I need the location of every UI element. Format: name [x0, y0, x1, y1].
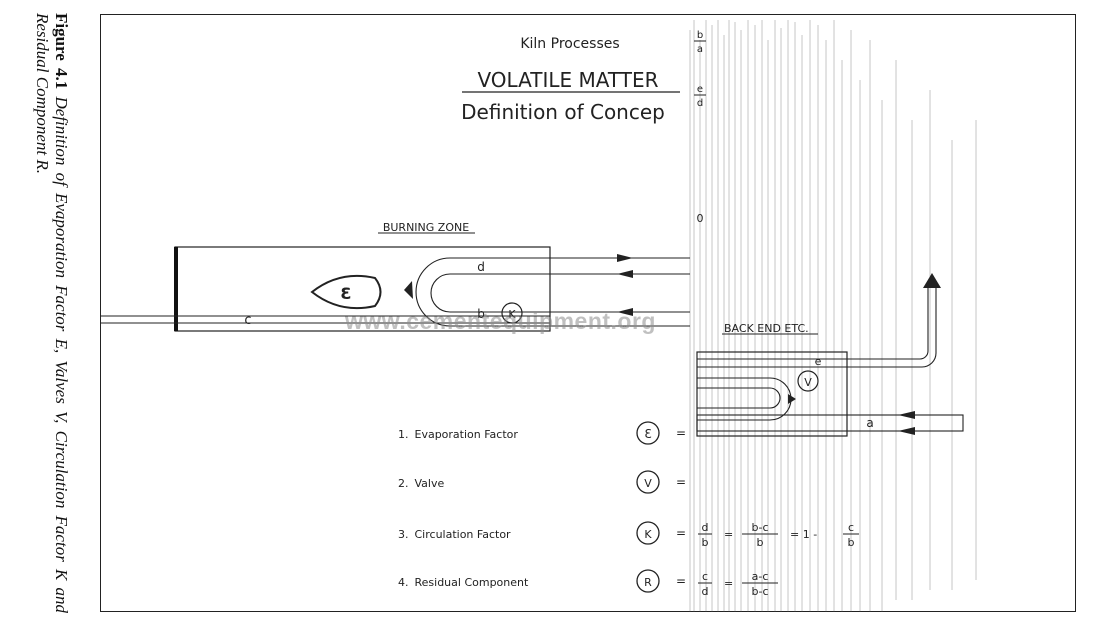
inlet-a-pipe: [696, 414, 964, 432]
def-symbol-k-circle: [636, 521, 660, 545]
definition-2-label: 2.Valve: [398, 477, 444, 490]
diagram-subtitle: Kiln Processes: [520, 36, 619, 52]
k-equals-a: =: [724, 528, 733, 541]
valve-circle: [797, 370, 819, 392]
back-end-box: [696, 351, 848, 437]
burning-zone-label: BURNING ZONE: [383, 221, 469, 234]
back-loop-arrow: [788, 394, 796, 404]
k-frac2-den: b: [757, 536, 764, 549]
loop-outer: [415, 257, 690, 327]
evaporation-flame-shape: [310, 274, 382, 310]
fragment-v-den: d: [697, 98, 703, 109]
fragment-e-num: b: [697, 30, 703, 41]
stream-d-label: d: [477, 260, 485, 274]
arrow-u-turn: [404, 281, 413, 299]
stream-e-label: e: [815, 355, 822, 368]
circulation-circle: [501, 302, 523, 324]
scan-stripes: [689, 20, 977, 612]
fragment-zero: 0: [697, 212, 704, 225]
fragment-v-num: e: [697, 84, 703, 95]
outlet-pipe-outer: [697, 286, 929, 360]
arrow-d-left: [617, 270, 633, 278]
k-frac1-den: b: [702, 536, 709, 549]
equals-1: =: [676, 426, 686, 440]
k-frac3-num: c: [848, 521, 854, 534]
def-symbol-v: V: [644, 477, 652, 490]
k-prefix: = 1 -: [790, 528, 817, 541]
r-frac1-num: c: [702, 570, 708, 583]
watermark: www.cementequipment.org: [345, 308, 656, 334]
definition-4-label: 4.Residual Component: [398, 576, 529, 589]
valve-symbol: V: [804, 376, 812, 389]
back-loop-outer: [697, 377, 792, 421]
equals-4: =: [676, 574, 686, 588]
back-end-label: BACK END ETC.: [724, 322, 809, 335]
def-symbol-e-circle: [636, 421, 660, 445]
evaporation-symbol: Ɛ: [340, 284, 351, 303]
equals-2: =: [676, 475, 686, 489]
fragment-e-den: a: [697, 44, 703, 55]
k-frac3-den: b: [848, 536, 855, 549]
stream-c-label: c: [244, 313, 251, 328]
definition-1-label: 1.Evaporation Factor: [398, 428, 518, 441]
equals-3: =: [676, 526, 686, 540]
circulation-symbol: K: [508, 308, 516, 321]
diagram-title: VOLATILE MATTER: [477, 68, 658, 92]
back-loop-inner: [697, 387, 781, 409]
r-frac2-num: a-c: [752, 570, 769, 583]
outlet-arrow-up: [923, 273, 941, 288]
stream-b-label: b: [477, 307, 485, 321]
def-symbol-r-circle: [636, 569, 660, 593]
loop-inner: [430, 273, 690, 313]
concept-heading: Definition of Concep: [461, 100, 665, 124]
def-symbol-v-circle: [636, 470, 660, 494]
def-symbol-e: Ɛ: [644, 427, 651, 441]
r-frac2-den: b-c: [752, 585, 769, 598]
arrow-b-left: [617, 308, 633, 316]
r-frac1-den: d: [702, 585, 709, 598]
inlet-arrow-top: [898, 411, 915, 419]
k-frac2-num: b-c: [752, 521, 769, 534]
r-equals-a: =: [724, 577, 733, 590]
k-frac1-num: d: [702, 521, 709, 534]
figure-frame: [100, 14, 1076, 612]
def-symbol-k: K: [644, 528, 652, 541]
def-symbol-r: R: [644, 576, 652, 589]
arrow-d-right: [617, 254, 633, 262]
definition-3-label: 3.Circulation Factor: [398, 528, 511, 541]
stream-a-label: a: [866, 416, 873, 430]
outlet-pipe-inner: [697, 286, 937, 368]
inlet-arrow-bottom: [898, 427, 915, 435]
